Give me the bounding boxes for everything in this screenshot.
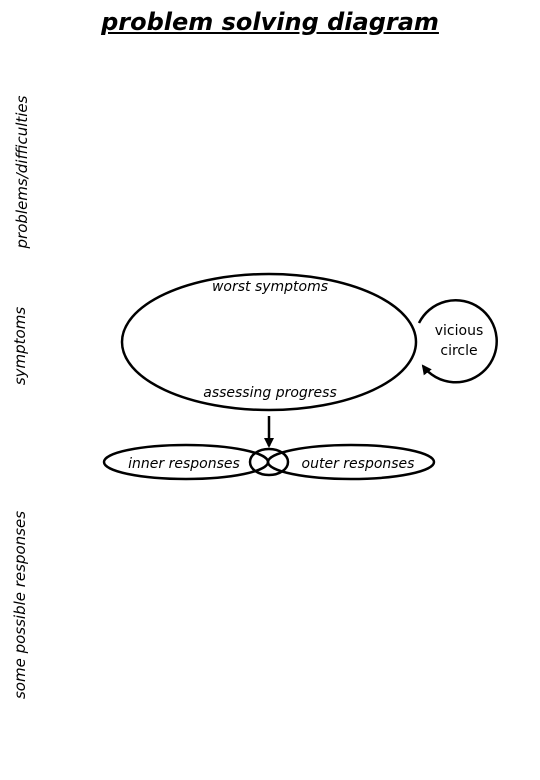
vicious-circle-loop — [417, 299, 498, 384]
outer-responses-ellipse — [266, 443, 436, 481]
inner-responses-label: inner responses — [128, 456, 240, 472]
vicious-label: vicious — [435, 323, 484, 339]
circle-label: circle — [440, 343, 477, 359]
assessing-progress-label: assessing progress — [203, 385, 337, 401]
worst-symptoms-label: worst symptoms — [212, 279, 328, 295]
overlap-ellipse — [248, 447, 290, 477]
symptoms-ellipse — [120, 272, 418, 412]
outer-responses-label: outer responses — [302, 456, 415, 472]
diagram-title: problem solving diagram — [101, 8, 439, 36]
